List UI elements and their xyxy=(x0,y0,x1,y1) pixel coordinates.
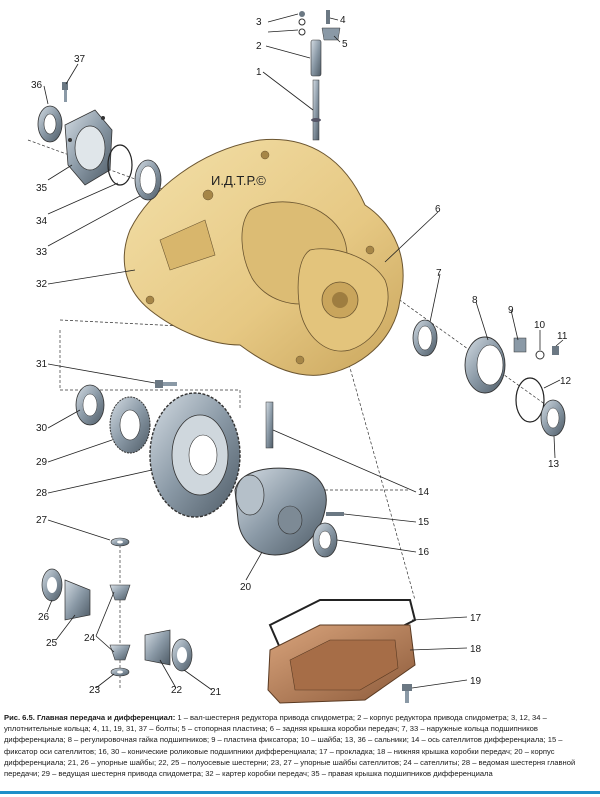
adjusting-nut xyxy=(464,336,506,394)
side-gear-25 xyxy=(64,579,91,621)
caption-title: Рис. 6.5. Главная передача и дифференциа… xyxy=(4,713,176,722)
callout-2: 2 xyxy=(256,41,262,52)
callout-29: 29 xyxy=(36,457,48,468)
callout-20: 20 xyxy=(240,582,252,593)
bolt-37 xyxy=(62,82,68,102)
left-seal xyxy=(37,105,63,143)
callout-18: 18 xyxy=(470,644,482,655)
callout-32: 32 xyxy=(36,279,48,290)
right-bearing-race xyxy=(412,319,438,357)
callout-33: 33 xyxy=(36,247,48,258)
thrust-washer-27 xyxy=(110,537,130,547)
callout-7: 7 xyxy=(436,268,442,279)
callout-30: 30 xyxy=(36,423,48,434)
lock-plate xyxy=(513,337,559,360)
callout-28: 28 xyxy=(36,488,48,499)
lower-cover xyxy=(267,624,416,704)
callout-6: 6 xyxy=(435,204,441,215)
final-drive-ring-gear xyxy=(149,392,241,518)
figure-caption: Рис. 6.5. Главная передача и дифференциа… xyxy=(4,712,596,788)
side-gear-22 xyxy=(144,629,171,666)
thrust-washer-23 xyxy=(110,667,130,677)
leader-lines xyxy=(43,13,564,691)
callout-19: 19 xyxy=(470,676,482,687)
callout-17: 17 xyxy=(470,613,482,624)
bolt-19 xyxy=(402,684,412,703)
callout-36: 36 xyxy=(31,80,43,91)
callout-14: 14 xyxy=(418,487,430,498)
speedometer-drive-gear xyxy=(109,396,151,454)
callout-21: 21 xyxy=(210,687,222,698)
callout-8: 8 xyxy=(472,295,478,306)
o-ring-right xyxy=(515,377,545,423)
caption-legend: 1 – вал-шестерня редуктора привода спидо… xyxy=(4,713,576,779)
callout-25: 25 xyxy=(46,638,58,649)
callout-35: 35 xyxy=(36,183,48,194)
callout-34: 34 xyxy=(36,216,48,227)
roller-bearing-30 xyxy=(75,384,105,426)
exploded-view-diagram: И.Д.Т.Р.© xyxy=(27,10,572,704)
callout-5: 5 xyxy=(342,39,348,50)
roller-bearing-16 xyxy=(312,522,338,558)
o-ring xyxy=(107,144,133,186)
bolt-31 xyxy=(155,380,177,388)
callout-31: 31 xyxy=(36,359,48,370)
bearing-cover xyxy=(64,109,113,186)
callout-3: 3 xyxy=(256,17,262,28)
callout-13: 13 xyxy=(548,459,560,470)
callout-1: 1 xyxy=(256,67,262,78)
differential-case xyxy=(234,467,327,556)
bearing-race xyxy=(134,159,162,201)
axle-retainer xyxy=(326,512,344,516)
right-seal xyxy=(540,399,566,437)
watermark: И.Д.Т.Р.© xyxy=(211,173,266,188)
callout-27: 27 xyxy=(36,515,48,526)
callout-23: 23 xyxy=(89,685,101,696)
callout-24: 24 xyxy=(84,633,96,644)
thrust-washer-26 xyxy=(41,568,63,602)
callout-16: 16 xyxy=(418,547,430,558)
callout-15: 15 xyxy=(418,517,430,528)
callout-9: 9 xyxy=(508,305,514,316)
satellite-gears xyxy=(109,584,131,661)
callout-labels: 3 2 1 4 5 37 36 35 34 33 32 31 30 29 28 … xyxy=(31,15,572,698)
gearbox-housing xyxy=(123,138,404,376)
thrust-washer-21 xyxy=(171,638,193,672)
speedometer-bolts xyxy=(298,10,341,41)
callout-12: 12 xyxy=(560,376,572,387)
speedometer-shaft xyxy=(310,39,322,141)
callout-4: 4 xyxy=(340,15,346,26)
satellite-axle xyxy=(265,401,274,449)
callout-10: 10 xyxy=(534,320,546,331)
bottom-accent-rule xyxy=(0,791,600,794)
callout-26: 26 xyxy=(38,612,50,623)
callout-11: 11 xyxy=(557,331,568,342)
callout-37: 37 xyxy=(74,54,86,65)
callout-22: 22 xyxy=(171,685,183,696)
